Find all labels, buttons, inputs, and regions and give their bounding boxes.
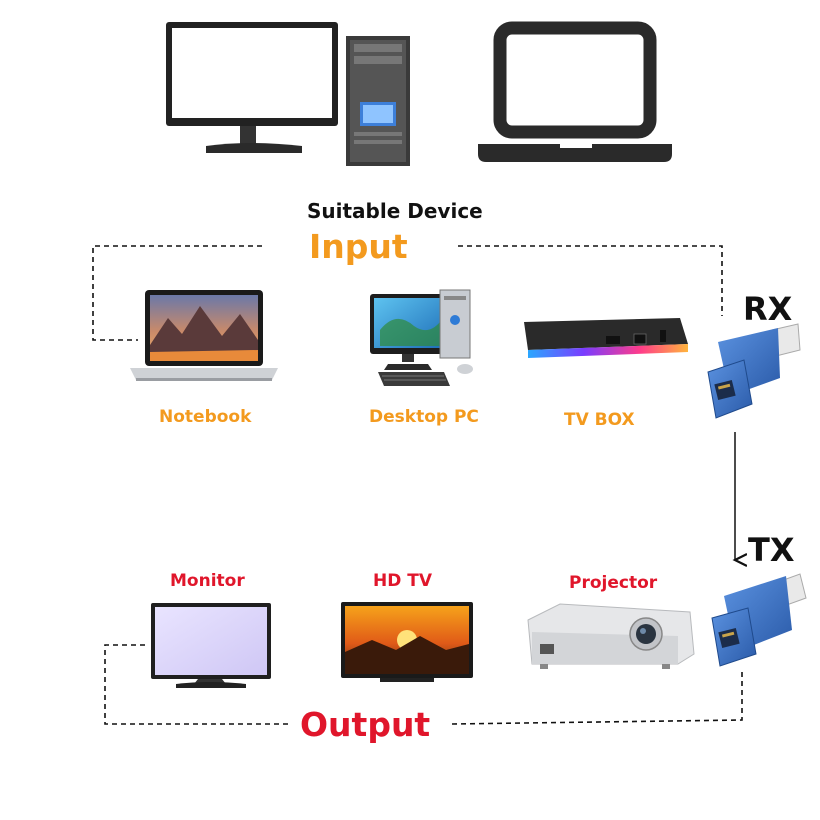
tv-box-label: TV BOX bbox=[564, 410, 635, 430]
hd-tv-label: HD TV bbox=[373, 571, 433, 591]
input-connection-line bbox=[92, 245, 723, 341]
suitable-device-heading: Suitable Device bbox=[307, 199, 483, 223]
hd-tv-icon bbox=[341, 602, 473, 682]
desktop-computer-icon bbox=[166, 22, 410, 166]
projector-label: Projector bbox=[569, 573, 658, 593]
projector-icon bbox=[527, 603, 695, 669]
rx-adapter-icon bbox=[707, 323, 801, 419]
notebook-label: Notebook bbox=[159, 407, 252, 427]
output-title: Output bbox=[300, 705, 431, 744]
input-title: Input bbox=[309, 227, 408, 266]
monitor-icon bbox=[151, 603, 271, 688]
notebook-icon bbox=[130, 290, 278, 381]
monitor-label: Monitor bbox=[170, 571, 245, 591]
tx-adapter-icon bbox=[711, 573, 807, 667]
desktop-pc-icon bbox=[370, 289, 473, 386]
tv-box-icon bbox=[524, 318, 688, 358]
desktop-pc-label: Desktop PC bbox=[369, 407, 479, 427]
tx-label: TX bbox=[748, 531, 795, 569]
output-connection-line bbox=[104, 644, 743, 725]
laptop-icon bbox=[478, 21, 672, 162]
rx-label: RX bbox=[743, 290, 793, 328]
